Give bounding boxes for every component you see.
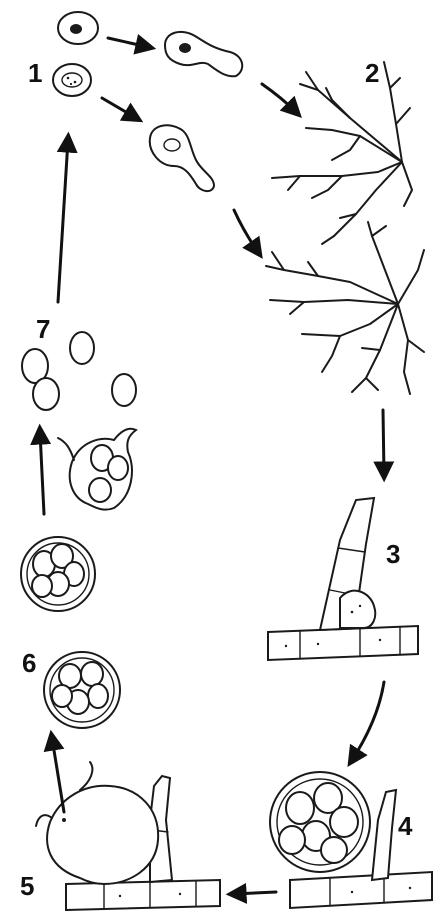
arrow-to-stage-5	[234, 892, 276, 894]
stage-label-1: 1	[28, 58, 42, 88]
stage-label-4: 4	[398, 811, 413, 841]
stage-label-5: 5	[20, 871, 34, 901]
arrow-to-mycelium-upper	[262, 84, 296, 112]
arrow-to-stage-6	[52, 738, 64, 812]
arrow-to-mycelium-lower	[234, 210, 258, 252]
stage-5-vesicle	[36, 762, 220, 910]
stage-7-released-spores	[22, 332, 136, 510]
stage-6-spore-balls	[21, 537, 120, 728]
stage-3-hyphal-branch	[268, 498, 418, 660]
stage-label-3: 3	[386, 539, 400, 569]
stage-label-7: 7	[36, 314, 50, 344]
stage-2-mycelium	[266, 62, 424, 394]
stage-1-spores	[53, 12, 242, 191]
arrow-spore-germination-upper	[108, 38, 148, 47]
arrow-to-stage-1	[58, 140, 68, 302]
arrow-spore-germination-lower	[102, 98, 136, 118]
stage-label-6: 6	[22, 648, 36, 678]
stage-label-2: 2	[365, 58, 379, 88]
arrow-to-stage-4	[352, 682, 384, 760]
arrow-to-stage-3	[383, 410, 384, 474]
arrow-to-stage-7	[40, 432, 44, 514]
